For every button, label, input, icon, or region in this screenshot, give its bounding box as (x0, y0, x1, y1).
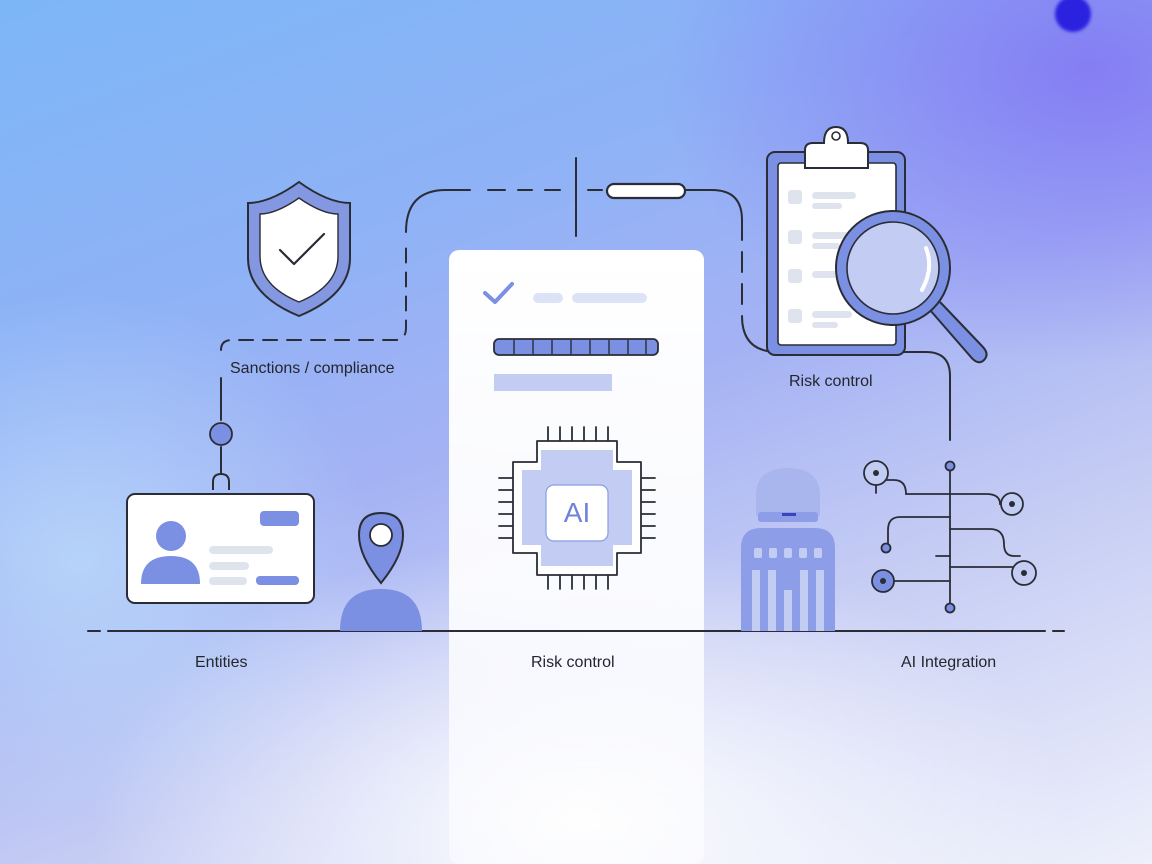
label-risk-control-top: Risk control (789, 373, 873, 390)
panel-check-icon (483, 282, 514, 304)
ai-chip-label: AI (563, 497, 591, 528)
panel-line-long (572, 293, 647, 303)
label-sanctions-compliance: Sanctions / compliance (230, 360, 395, 377)
connector-left (220, 157, 603, 475)
panel-highlight-bar (494, 374, 612, 391)
circuit-nodes (863, 460, 1037, 614)
id-card-icon (126, 493, 315, 604)
location-pin-icon (340, 511, 422, 631)
ai-chip-icon (498, 426, 656, 590)
label-entities: Entities (195, 654, 248, 671)
connector-node (209, 422, 233, 446)
circuit-tree-icon (875, 465, 1023, 605)
building-icon (741, 468, 835, 631)
label-ai-integration: AI Integration (901, 654, 997, 671)
label-risk-control-bottom: Risk control (531, 654, 615, 671)
shield-check-icon (247, 180, 351, 318)
panel-progress-bar (493, 338, 659, 356)
magnifier-icon (835, 210, 988, 364)
accent-dot (1055, 0, 1091, 32)
panel-line-short (533, 293, 563, 303)
top-pill (605, 182, 687, 200)
